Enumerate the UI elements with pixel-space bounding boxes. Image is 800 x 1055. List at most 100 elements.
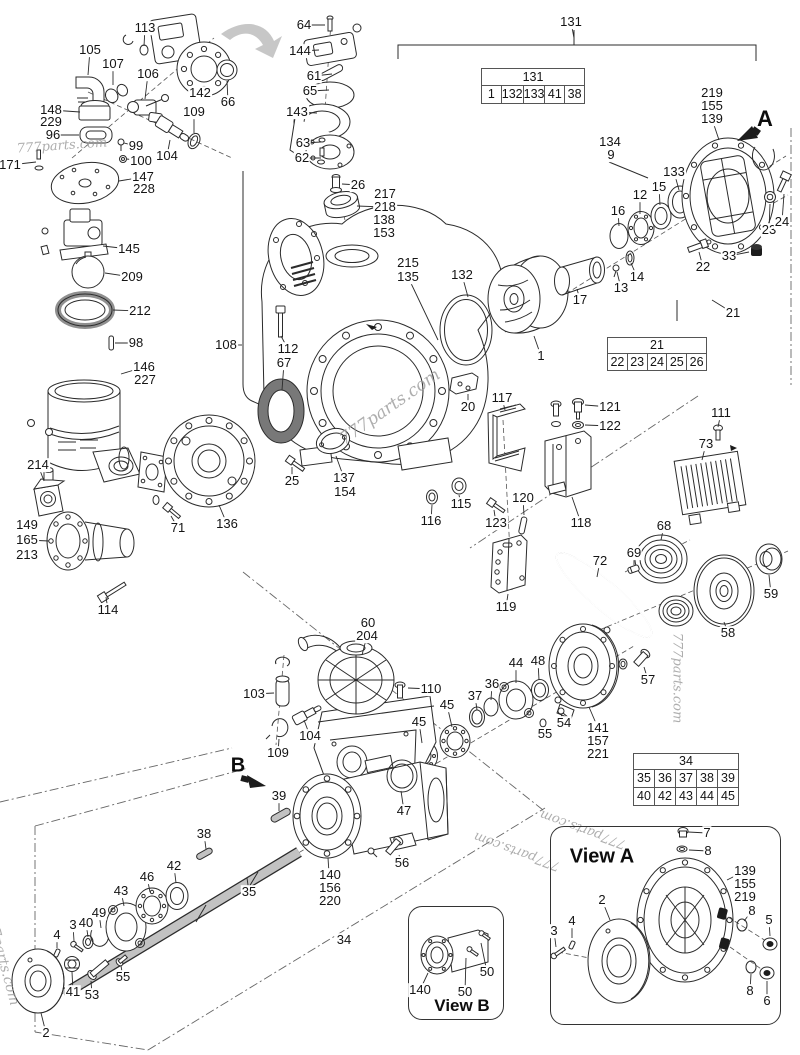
leader-line (105, 596, 109, 611)
phantom-boundary-lines (0, 128, 792, 1051)
callout-table-cell: 38 (697, 770, 718, 787)
housing-gasket-group (257, 305, 479, 505)
leader-line (588, 706, 599, 729)
leader-line (474, 695, 478, 711)
leader-line (102, 245, 130, 250)
leader-line (313, 73, 333, 77)
view-title-view-b: View B (434, 996, 490, 1015)
belt-drive-group (555, 424, 783, 670)
leader-line (112, 309, 141, 312)
leader-line (120, 965, 124, 978)
leader-line (660, 525, 665, 541)
view-title-view-a: View A (569, 845, 635, 868)
callout-table-cell: 24 (648, 354, 668, 370)
filler-cap (323, 174, 360, 219)
leader-line (166, 139, 171, 157)
leader-line (335, 455, 345, 479)
leader-line (9, 161, 37, 166)
leader-line (698, 251, 704, 268)
leader-line (533, 335, 542, 357)
callout-table-cell: 35 (634, 770, 655, 787)
callout-table-cell: 40 (634, 788, 655, 805)
leader-line (584, 424, 611, 427)
leader-line (123, 142, 137, 147)
leader-line (98, 912, 102, 929)
leader-line (218, 504, 228, 525)
leader-line (571, 496, 582, 524)
leader-line (280, 335, 289, 350)
leader-line (72, 924, 75, 942)
leader-line (341, 183, 359, 186)
drain-rod (242, 171, 262, 406)
leader-line (658, 186, 661, 206)
callout-table-cell: 36 (655, 770, 676, 787)
leader-line (522, 497, 525, 516)
leader-line (407, 687, 432, 690)
callout-table-cell: 41 (545, 86, 566, 103)
float-valve-assembly (40, 208, 115, 351)
callout-table-cell: 39 (721, 771, 735, 785)
leader-line (356, 205, 386, 208)
leader-line (617, 210, 620, 227)
leader-line (40, 1012, 47, 1034)
leader-line (570, 21, 575, 39)
leader-line (246, 877, 250, 893)
callout-table-cell: 43 (676, 788, 697, 805)
callout-table-cell: 44 (697, 788, 718, 805)
leader-line (643, 666, 649, 681)
leader-line (407, 276, 439, 341)
callout-table-header: 131 (482, 69, 584, 86)
leader-line (120, 366, 145, 375)
leader-line (630, 262, 638, 278)
callout-table-cell: 45 (721, 789, 735, 803)
leader-line (701, 443, 707, 461)
leader-line (446, 704, 453, 728)
section-arrow-a (737, 126, 761, 141)
strainer-and-suction (27, 379, 256, 604)
impeller-group (439, 137, 792, 366)
section-arrow-b (240, 775, 266, 788)
leader-line (173, 865, 177, 884)
leader-line (673, 171, 680, 191)
swoosh-arrow (221, 24, 282, 59)
leader-line (85, 922, 89, 938)
leader-line (50, 109, 81, 113)
leader-line (493, 509, 497, 524)
leader-line (87, 49, 91, 76)
leader-line (118, 176, 144, 182)
leader-line (711, 118, 720, 141)
pump-housing (260, 204, 504, 471)
callout-table-cell: 23 (628, 354, 648, 370)
leader-line (596, 560, 601, 578)
carb-stack (34, 100, 127, 205)
leader-line (768, 574, 772, 595)
leader-line (560, 713, 565, 724)
callout-table-cell: 1 (482, 86, 502, 103)
mount-brackets (485, 398, 592, 594)
leader-line (728, 251, 750, 257)
leader-line (461, 274, 469, 298)
leader-line (203, 833, 207, 850)
leader-line (71, 971, 74, 993)
leader-line (143, 27, 146, 47)
leader-line (458, 494, 462, 505)
shaft-group (11, 807, 302, 1014)
leader-line (490, 683, 493, 701)
callout-table-cell: 132 (501, 86, 524, 103)
leader-line (302, 141, 322, 144)
leader-line (296, 111, 318, 114)
leader-line (723, 621, 729, 634)
section-letter-A: A (757, 106, 773, 131)
leader-line (537, 660, 540, 681)
bearing-housing-lower (292, 754, 449, 859)
leader-line (277, 738, 280, 754)
leader-line (711, 299, 734, 314)
leader-line (26, 539, 50, 542)
leader-line (430, 504, 433, 522)
leader-line (226, 80, 229, 103)
callout-table-header: 21 (608, 338, 706, 354)
